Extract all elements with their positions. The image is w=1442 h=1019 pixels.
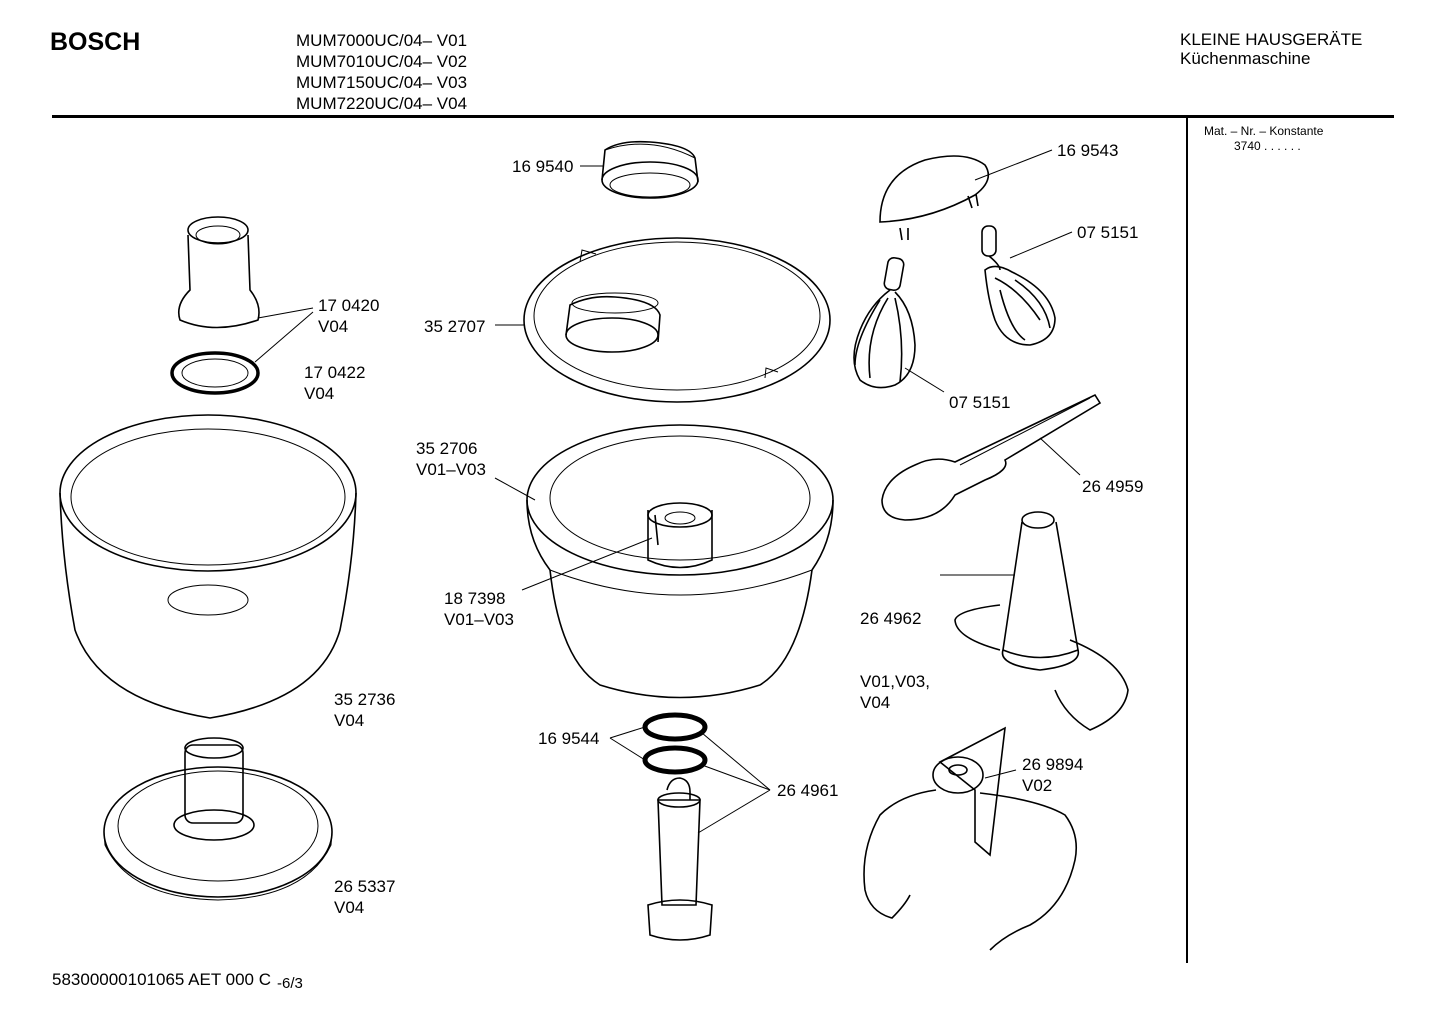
- part-label-26-5337: 26 5337 V04: [334, 876, 395, 918]
- seal-ring-drawing: [170, 351, 260, 395]
- part-number: 17 0422: [304, 363, 366, 382]
- material-constant: Mat. – Nr. – Konstante 3740 . . . . . .: [1204, 124, 1323, 154]
- part-label-17-0420: 17 0420 V04: [318, 295, 379, 337]
- part-number: 16 9543: [1057, 141, 1119, 160]
- part-label-35-2706: 35 2706 V01–V03: [416, 438, 486, 480]
- part-variant: V04: [304, 384, 335, 403]
- part-variant: V04: [334, 711, 365, 730]
- category-block: KLEINE HAUSGERÄTE Küchenmaschine: [1180, 30, 1362, 68]
- spatula-drawing: [881, 393, 1102, 521]
- part-number: 26 4962: [860, 609, 922, 628]
- part-label-18-7398: 18 7398 V01–V03: [444, 588, 514, 630]
- part-number: 35 2736: [334, 690, 396, 709]
- part-variant: V01–V03: [444, 610, 514, 629]
- part-number: 16 9540: [512, 157, 574, 176]
- part-variant: V04: [334, 898, 365, 917]
- part-variant: V02: [1022, 776, 1053, 795]
- part-label-35-2736: 35 2736 V04: [334, 689, 395, 731]
- part-label-07-5151-a: 07 5151: [1077, 222, 1138, 243]
- side-divider: [1186, 118, 1188, 963]
- model-line: MUM7150UC/04– V03: [296, 73, 468, 92]
- part-number: 07 5151: [949, 393, 1011, 412]
- material-value: 3740 . . . . . .: [1234, 139, 1301, 153]
- document-footer: 58300000101065 AET 000 C -6/3: [52, 970, 303, 992]
- page-number: -6/3: [277, 975, 303, 992]
- part-label-26-4962: 26 4962 V01,V03, V04: [860, 566, 930, 734]
- part-label-35-2707: 35 2707: [424, 316, 485, 337]
- part-number: 35 2707: [424, 317, 486, 336]
- whisk-left-drawing: [853, 257, 916, 389]
- part-label-26-9894: 26 9894 V02: [1022, 754, 1083, 796]
- model-line: MUM7220UC/04– V04: [296, 94, 468, 113]
- part-number: 26 4961: [777, 781, 839, 800]
- part-label-17-0422: 17 0422 V04: [304, 362, 365, 404]
- part-variant: V01–V03: [416, 460, 486, 479]
- o-rings-drawing: [642, 712, 708, 775]
- model-line: MUM7000UC/04– V01: [296, 31, 468, 50]
- part-variant: V04: [318, 317, 349, 336]
- part-number: 07 5151: [1077, 223, 1139, 242]
- category-title: KLEINE HAUSGERÄTE: [1180, 30, 1363, 49]
- inner-bowl-drawing: [526, 424, 834, 699]
- material-heading: Mat. – Nr. – Konstante: [1204, 124, 1324, 138]
- model-line: MUM7010UC/04– V02: [296, 52, 468, 71]
- kneading-hook-drawing: [954, 511, 1129, 731]
- part-number: 18 7398: [444, 589, 506, 608]
- part-label-07-5151-b: 07 5151: [949, 392, 1010, 413]
- part-label-16-9544: 16 9544: [538, 728, 599, 749]
- part-label-26-4961: 26 4961: [777, 780, 838, 801]
- part-number: 17 0420: [318, 296, 380, 315]
- cover-cap-drawing: [879, 155, 990, 241]
- outer-bowl-drawing: [59, 414, 357, 719]
- model-list: MUM7000UC/04– V01 MUM7010UC/04– V02 MUM7…: [296, 30, 467, 114]
- center-cone-drawing: [654, 514, 659, 546]
- part-label-16-9540: 16 9540: [512, 156, 573, 177]
- part-variant: V01,V03, V04: [860, 672, 930, 712]
- bowl-lid-drawing: [523, 237, 831, 403]
- whisk-right-drawing: [981, 225, 1056, 346]
- leader-lines: [254, 149, 1081, 834]
- part-number: 26 9894: [1022, 755, 1084, 774]
- header-divider: [52, 115, 1394, 118]
- part-number: 26 4959: [1082, 477, 1144, 496]
- part-label-16-9543: 16 9543: [1057, 140, 1118, 161]
- brand-logo: BOSCH: [50, 28, 141, 56]
- dough-hook-drawing: [863, 726, 1078, 951]
- lid-insert-drawing: [601, 140, 699, 199]
- bowl-base-drawing: [103, 737, 333, 901]
- part-number: 26 5337: [334, 877, 396, 896]
- product-title: Küchenmaschine: [1180, 49, 1311, 68]
- part-label-26-4959: 26 4959: [1082, 476, 1143, 497]
- drive-cap-drawing: [177, 216, 260, 329]
- part-number: 16 9544: [538, 729, 600, 748]
- part-number: 35 2706: [416, 439, 478, 458]
- drive-shaft-drawing: [647, 777, 713, 941]
- document-code: 58300000101065 AET 000 C: [52, 970, 271, 989]
